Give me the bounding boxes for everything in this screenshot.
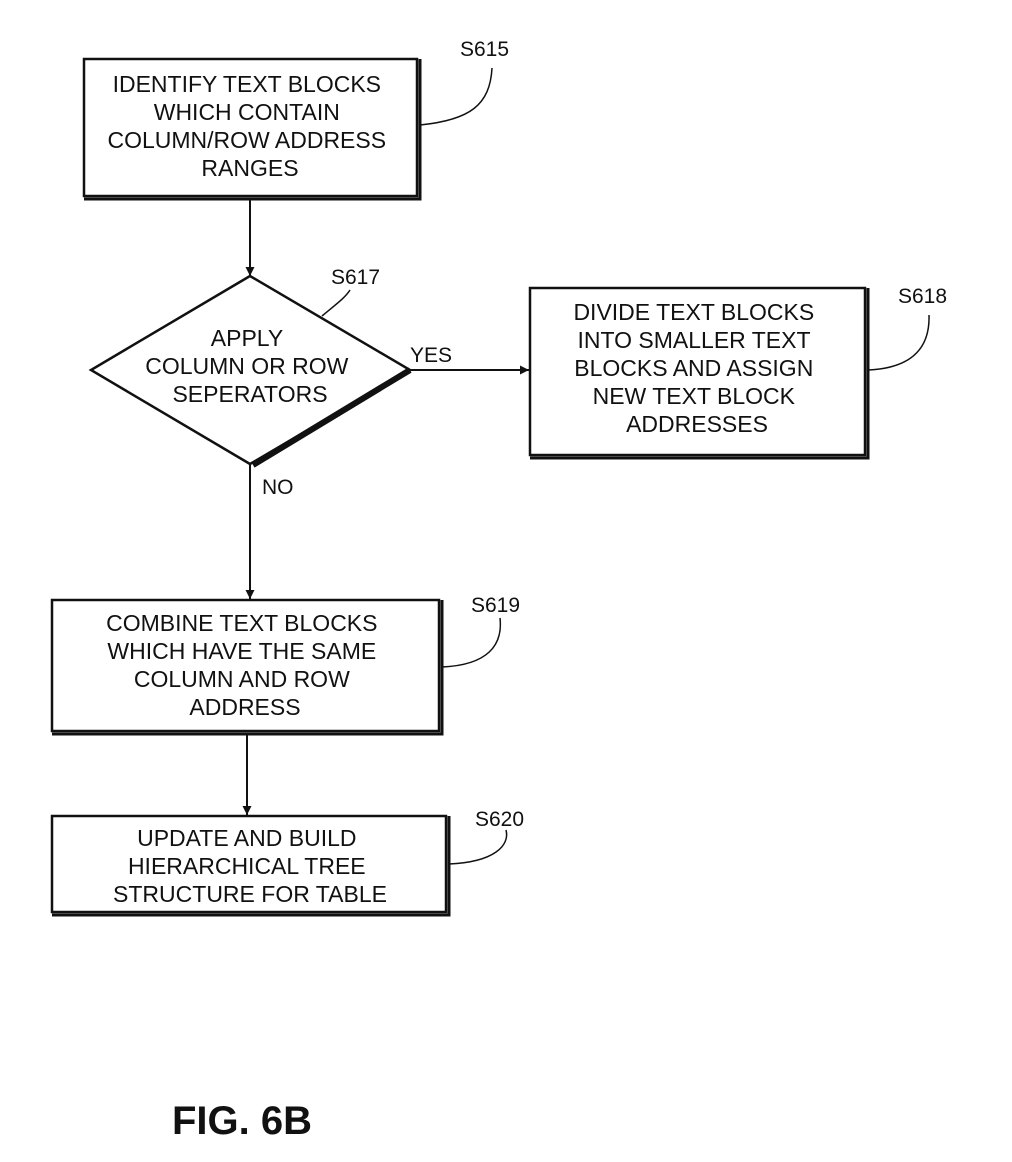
step-s620-line: HIERARCHICAL TREE — [128, 853, 366, 879]
step-s618-leader — [867, 314, 930, 371]
step-s618-line: ADDRESSES — [626, 411, 768, 437]
step-s620-line: STRUCTURE FOR TABLE — [113, 881, 387, 907]
step-s618-box — [528, 286, 867, 457]
step-s619-leader — [441, 617, 502, 668]
no-label: NO — [262, 476, 294, 499]
step-s620-line: UPDATE AND BUILD — [137, 825, 356, 851]
step-s617-line: APPLY — [211, 325, 283, 351]
step-s615: IDENTIFY TEXT BLOCKS WHICH CONTAIN COLUM… — [82, 38, 509, 201]
step-s617-tag: S617 — [331, 266, 380, 289]
step-s617-line: COLUMN OR ROW — [145, 353, 348, 379]
step-s617-text: APPLY COLUMN OR ROW SEPERATORS — [145, 325, 355, 407]
step-s615-tag: S615 — [460, 38, 509, 61]
step-s620-leader — [448, 829, 508, 865]
step-s618-text: DIVIDE TEXT BLOCKS INTO SMALLER TEXT BLO… — [573, 299, 820, 437]
step-s619-tag: S619 — [471, 594, 520, 617]
step-s615-box — [82, 57, 419, 198]
step-s618-line: INTO SMALLER TEXT — [577, 327, 810, 353]
step-s619-text: COMBINE TEXT BLOCKS WHICH HAVE THE SAME … — [106, 610, 384, 720]
step-s618-tag: S618 — [898, 285, 947, 308]
step-s618-line: BLOCKS AND ASSIGN — [574, 355, 813, 381]
step-s620-box — [50, 814, 448, 914]
step-s619-line: ADDRESS — [189, 694, 300, 720]
step-s619: COMBINE TEXT BLOCKS WHICH HAVE THE SAME … — [50, 594, 520, 736]
yes-label: YES — [410, 344, 452, 367]
step-s615-line: WHICH CONTAIN — [154, 99, 340, 125]
step-s618: DIVIDE TEXT BLOCKS INTO SMALLER TEXT BLO… — [528, 285, 947, 460]
step-s620-tag: S620 — [475, 808, 524, 831]
step-s615-text: IDENTIFY TEXT BLOCKS WHICH CONTAIN COLUM… — [108, 71, 393, 181]
step-s615-line: RANGES — [201, 155, 298, 181]
step-s619-line: COLUMN AND ROW — [134, 666, 350, 692]
step-s618-line: DIVIDE TEXT BLOCKS — [573, 299, 814, 325]
step-s618-line: NEW TEXT BLOCK — [593, 383, 796, 409]
step-s619-line: WHICH HAVE THE SAME — [107, 638, 376, 664]
step-s619-line: COMBINE TEXT BLOCKS — [106, 610, 377, 636]
step-s619-box — [50, 598, 441, 733]
step-s617-leader — [321, 289, 351, 317]
figure-label: FIG. 6B — [172, 1099, 312, 1143]
step-s617: APPLY COLUMN OR ROW SEPERATORS S617 — [88, 266, 413, 468]
step-s615-leader — [419, 67, 493, 126]
step-s620: UPDATE AND BUILD HIERARCHICAL TREE STRUC… — [50, 808, 524, 917]
step-s617-line: SEPERATORS — [172, 381, 327, 407]
step-s615-line: COLUMN/ROW ADDRESS — [108, 127, 387, 153]
step-s615-line: IDENTIFY TEXT BLOCKS — [113, 71, 381, 97]
step-s620-text: UPDATE AND BUILD HIERARCHICAL TREE STRUC… — [113, 825, 387, 907]
